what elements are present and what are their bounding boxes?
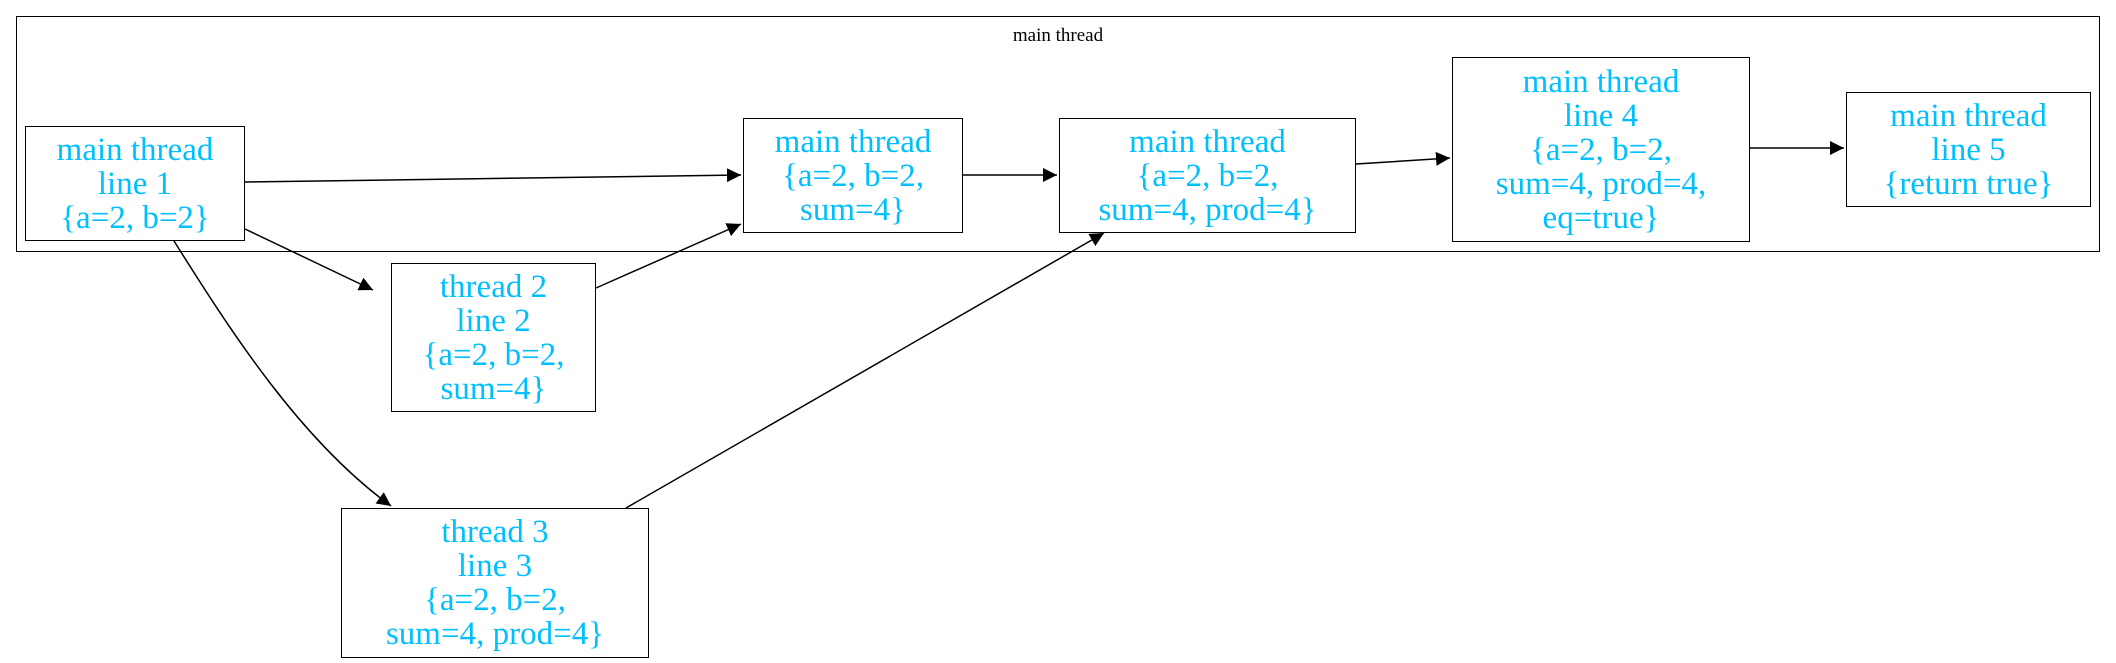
node-text-line: {a=2, b=2} (60, 199, 210, 236)
node-text-line: main thread (774, 123, 932, 160)
node-text-line: sum=4, prod=4, (1495, 165, 1707, 202)
edge-n3-m2 (625, 232, 1105, 509)
node-text-line: eq=true} (1542, 199, 1660, 236)
node-text-line: main thread (1129, 123, 1286, 160)
edge-m2-n4 (1355, 151, 1451, 166)
node-text-line: line 3 (457, 548, 533, 584)
edge-n1-n3 (173, 240, 392, 507)
node-main-thread-sum: main thread{a=2, b=2,sum=4} (743, 118, 963, 233)
node-text-line: {a=2, b=2, (782, 157, 924, 194)
main-thread-cluster: main thread (16, 16, 2100, 252)
node-text-line: main thread (1890, 97, 2047, 134)
node-text-line: sum=4} (440, 370, 547, 407)
node-text-line: {a=2, b=2, (1136, 157, 1279, 194)
edge-n2-m1 (595, 223, 742, 289)
node-text-line: {a=2, b=2, (1530, 131, 1672, 168)
node-text-line: sum=4, prod=4} (1098, 191, 1317, 228)
edge-n1-m1 (244, 168, 742, 183)
node-text-line: sum=4} (800, 191, 906, 228)
cluster-label: main thread (1012, 25, 1104, 46)
node-text-line: {a=2, b=2, (424, 582, 566, 618)
node-text-line: sum=4, prod=4} (385, 616, 605, 652)
node-main-thread-prod: main thread{a=2, b=2,sum=4, prod=4} (1059, 118, 1356, 233)
node-text-line: main thread (1522, 63, 1680, 100)
node-text-line: line 1 (97, 165, 173, 202)
node-text-line: line 4 (1563, 97, 1639, 134)
node-text-line: main thread (56, 131, 214, 168)
node-text-line: line 2 (456, 302, 531, 339)
node-text-line: line 5 (1931, 131, 2006, 168)
node-text-line: thread 3 (441, 514, 549, 550)
node-text-line: {a=2, b=2, (422, 336, 565, 373)
node-text-line: {return true} (1883, 165, 2054, 202)
node-text-line: thread 2 (439, 268, 548, 305)
edge-n1-n2 (244, 228, 374, 291)
